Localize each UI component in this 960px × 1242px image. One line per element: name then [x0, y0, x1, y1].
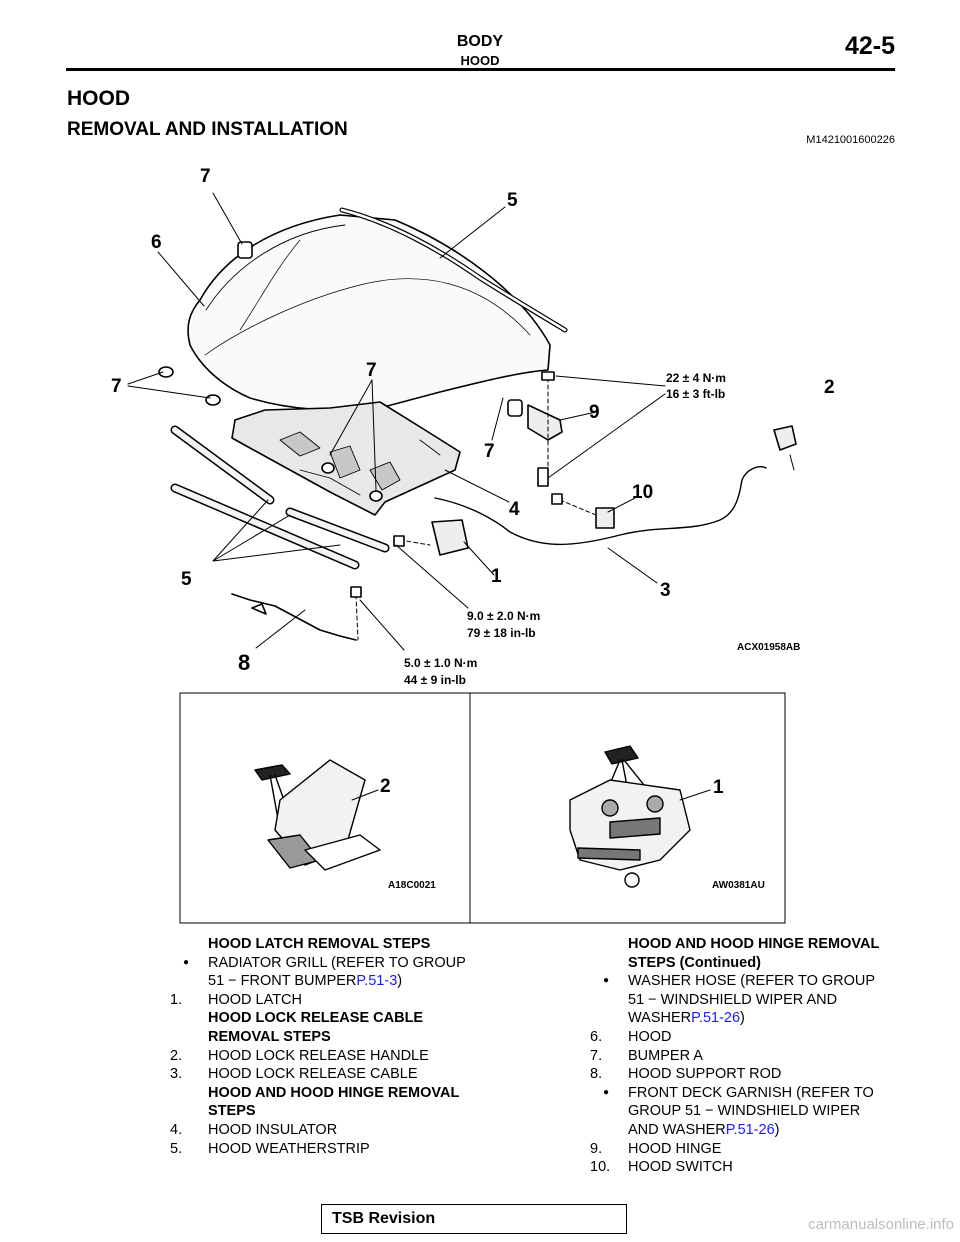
header-rule	[66, 68, 895, 71]
detail-figure-code: A18C0021	[388, 880, 436, 891]
callout-2: 2	[824, 377, 835, 398]
step-item: 9.HOOD HINGE	[590, 1140, 722, 1157]
step-item: 7.BUMPER A	[590, 1047, 703, 1064]
callout-3: 3	[660, 580, 671, 601]
page-reference-link[interactable]: P.51-3	[356, 973, 398, 990]
torque-metric: 5.0 ± 1.0 N·m	[404, 656, 477, 670]
step-item: 2.HOOD LOCK RELEASE HANDLE	[170, 1047, 429, 1064]
callout-7: 7	[111, 376, 122, 397]
step-item: 6.HOOD	[590, 1028, 672, 1045]
callout-6: 6	[151, 232, 162, 253]
step-item: 10.HOOD SWITCH	[590, 1159, 733, 1176]
callout-10: 10	[632, 482, 653, 503]
torque-metric: 9.0 ± 2.0 N·m	[467, 609, 540, 623]
detail-callout-1: 1	[713, 777, 724, 798]
detail-callout-2: 2	[380, 776, 391, 797]
section-title: BODY	[456, 33, 504, 50]
callout-5: 5	[181, 569, 192, 590]
step-item: 4.HOOD INSULATOR	[170, 1121, 338, 1138]
step-bullet: ●RADIATOR GRILL (REFER TO GROUP 51 − FRO…	[182, 954, 466, 990]
release-handle	[773, 425, 797, 451]
watermark: carmanualsonline.info	[808, 1216, 954, 1233]
subsection-title: HOOD	[460, 53, 500, 68]
step-heading: HOOD AND HOOD HINGE REMOVAL STEPS	[208, 1084, 460, 1120]
detail-release-handle	[254, 759, 381, 871]
hood-hinge	[527, 404, 563, 441]
page-reference-link[interactable]: P.51-26	[725, 1121, 775, 1138]
step-item: 8.HOOD SUPPORT ROD	[590, 1066, 782, 1083]
step-heading: HOOD LATCH REMOVAL STEPS	[208, 936, 431, 952]
step-heading: HOOD LOCK RELEASE CABLE REMOVAL STEPS	[208, 1010, 424, 1045]
step-bullet: ●WASHER HOSE (REFER TO GROUP 51 − WINDSH…	[602, 973, 875, 1027]
hood-exploded-diagram: 7 5 6 7 7 2 9 7 10 4 5 1 3 8 22 ± 4 N·m …	[111, 166, 835, 924]
support-rod	[231, 593, 357, 641]
callout-7: 7	[200, 166, 211, 187]
document-code: M1421001600226	[806, 134, 895, 146]
detail-panel-frame	[179, 692, 786, 924]
tsb-revision-label: TSB Revision	[332, 1210, 436, 1227]
step-bullet: ●FRONT DECK GARNISH (REFER TO GROUP 51 −…	[602, 1084, 874, 1138]
callout-5: 5	[507, 190, 518, 211]
step-item: 1.HOOD LATCH	[170, 991, 302, 1008]
page-number: 42-5	[844, 32, 895, 60]
callout-7: 7	[484, 441, 495, 462]
torque-metric: 22 ± 4 N·m	[666, 371, 726, 385]
tsb-revision-box: TSB Revision	[321, 1204, 627, 1234]
step-item: 3.HOOD LOCK RELEASE CABLE	[170, 1066, 418, 1083]
callout-9: 9	[589, 402, 600, 423]
callout-8: 8	[238, 650, 250, 675]
step-heading: HOOD AND HOOD HINGE REMOVAL STEPS (Conti…	[628, 936, 880, 971]
figure-code: ACX01958AB	[737, 642, 800, 653]
torque-imperial: 79 ± 18 in-lb	[467, 626, 536, 640]
hood-latch	[431, 519, 469, 556]
hood-underside	[231, 401, 461, 516]
detail-figure-code: AW0381AU	[712, 880, 765, 891]
release-cable	[434, 466, 767, 546]
detail-hood-latch	[569, 745, 711, 888]
page-subtitle: REMOVAL AND INSTALLATION	[67, 119, 348, 140]
page-title: HOOD	[67, 87, 130, 110]
callout-7: 7	[366, 360, 377, 381]
page-reference-link[interactable]: P.51-26	[691, 1010, 741, 1027]
steps-column-left: HOOD LATCH REMOVAL STEPS ●RADIATOR GRILL…	[170, 935, 470, 1158]
step-item: 5.HOOD WEATHERSTRIP	[170, 1140, 370, 1157]
torque-imperial: 44 ± 9 in-lb	[404, 673, 466, 687]
steps-column-right: HOOD AND HOOD HINGE REMOVAL STEPS (Conti…	[590, 935, 890, 1177]
callout-4: 4	[509, 499, 520, 520]
hood-switch	[595, 507, 615, 529]
torque-imperial: 16 ± 3 ft-lb	[666, 387, 725, 401]
callout-1: 1	[491, 566, 502, 587]
